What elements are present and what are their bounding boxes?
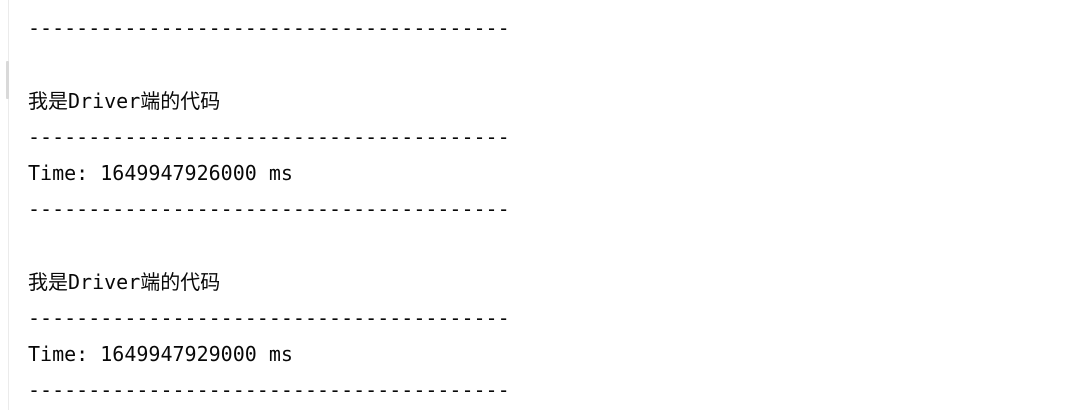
gutter-divider (8, 0, 9, 410)
separator-line: ---------------------------------------- (28, 125, 510, 149)
separator-line: ---------------------------------------- (28, 378, 510, 402)
batch-time-line: Time: 1649947929000 ms (28, 342, 293, 366)
batch-time-line: Time: 1649947926000 ms (28, 161, 293, 185)
driver-message-line: 我是Driver端的代码 (28, 270, 221, 294)
separator-line: ---------------------------------------- (28, 306, 510, 330)
separator-line: ---------------------------------------- (28, 16, 510, 40)
separator-line: ---------------------------------------- (28, 197, 510, 221)
driver-message-line: 我是Driver端的代码 (28, 89, 221, 113)
fold-marker (6, 61, 9, 99)
